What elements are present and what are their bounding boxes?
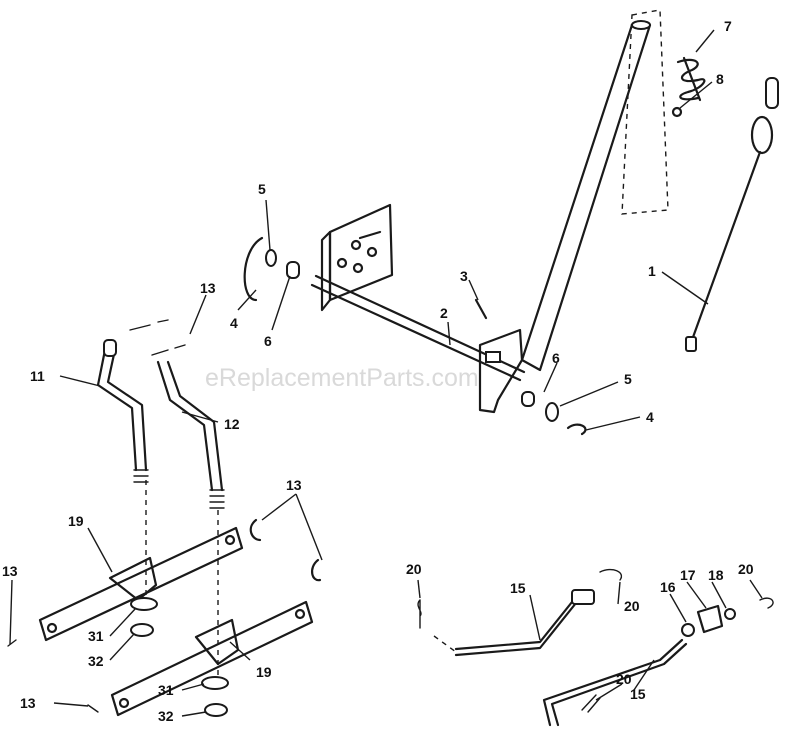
ferrule-17 xyxy=(696,604,724,634)
lift-link-11 xyxy=(96,339,149,483)
callout-13-right: 13 xyxy=(286,477,302,493)
callout-labels: 7 8 1 2 3 5 4 6 6 5 4 13 11 12 13 19 13 … xyxy=(2,18,754,724)
cotter-20-left xyxy=(417,599,422,629)
lift-rod xyxy=(685,77,779,352)
callout-31-upper: 31 xyxy=(88,628,104,644)
hairpin-4-left xyxy=(243,236,264,302)
shaft-bracket xyxy=(478,328,524,414)
callout-8: 8 xyxy=(716,71,724,87)
callout-18-right: 18 xyxy=(708,567,724,583)
lift-link-12 xyxy=(156,360,225,509)
spring-hook-8 xyxy=(671,106,683,118)
callout-20-bottom: 20 xyxy=(616,671,632,687)
callout-19-upper: 19 xyxy=(68,513,84,529)
washer-5-right xyxy=(545,402,559,422)
pin-3 xyxy=(474,298,488,320)
clip-13-bottom xyxy=(87,704,99,713)
washer-5-left xyxy=(265,249,277,267)
callout-15-upper: 15 xyxy=(510,580,526,596)
callout-32-upper: 32 xyxy=(88,653,104,669)
lift-arm-upper xyxy=(38,526,244,642)
callout-2: 2 xyxy=(440,305,448,321)
cotter-20-bottom xyxy=(581,694,601,713)
clip-13-left xyxy=(7,639,17,647)
callout-1: 1 xyxy=(648,263,656,279)
spacer-32-upper xyxy=(130,623,154,637)
hairpin-4-right xyxy=(566,423,587,436)
spacer-32-lower xyxy=(204,703,228,717)
callout-3: 3 xyxy=(460,268,468,284)
lift-handle xyxy=(520,20,652,372)
callout-5-right: 5 xyxy=(624,371,632,387)
cotter-20-right xyxy=(759,597,774,609)
callout-19-lower: 19 xyxy=(256,664,272,680)
cotter-20-top xyxy=(599,568,623,581)
callout-32-lower: 32 xyxy=(158,708,174,724)
watermark: eReplacementParts.com xyxy=(205,364,479,392)
callout-11: 11 xyxy=(30,368,45,384)
callout-20-right: 20 xyxy=(738,561,754,577)
leader-lines xyxy=(9,29,763,717)
washer-18-right xyxy=(724,608,736,620)
callout-5-left: 5 xyxy=(258,181,266,197)
callout-13-left: 13 xyxy=(2,563,18,579)
callout-20-left: 20 xyxy=(406,561,422,577)
callout-6-left: 6 xyxy=(264,333,272,349)
callout-15-lower: 15 xyxy=(630,686,646,702)
bushing-6-left xyxy=(286,261,300,279)
callout-17: 17 xyxy=(680,567,696,583)
callout-12: 12 xyxy=(224,416,240,432)
washer-18-left xyxy=(681,623,695,637)
callout-4-left: 4 xyxy=(230,315,238,331)
mounting-plate xyxy=(320,203,394,312)
callout-13-top: 13 xyxy=(200,280,216,296)
lift-arm-lower xyxy=(110,600,314,717)
clip-13-right-a xyxy=(249,518,262,542)
spacer-31-upper xyxy=(130,597,158,611)
clips-13-top xyxy=(129,319,186,356)
handle-grip-outline xyxy=(621,9,669,215)
callout-6-right: 6 xyxy=(552,350,560,366)
rod-dash-upper xyxy=(433,635,457,653)
spring xyxy=(676,56,706,102)
callout-4-right: 4 xyxy=(646,409,654,425)
callout-31-lower: 31 xyxy=(158,682,174,698)
callout-20-middle: 20 xyxy=(624,598,640,614)
spacer-31-lower xyxy=(201,676,229,690)
callout-16-left: 16 xyxy=(660,579,676,595)
linkage-rod-upper xyxy=(454,589,595,657)
clip-13-right-b xyxy=(311,558,322,582)
bushing-6-right xyxy=(521,391,535,407)
linkage-rod-lower xyxy=(542,638,688,727)
callout-7: 7 xyxy=(724,18,732,34)
callout-13-bottom: 13 xyxy=(20,695,36,711)
